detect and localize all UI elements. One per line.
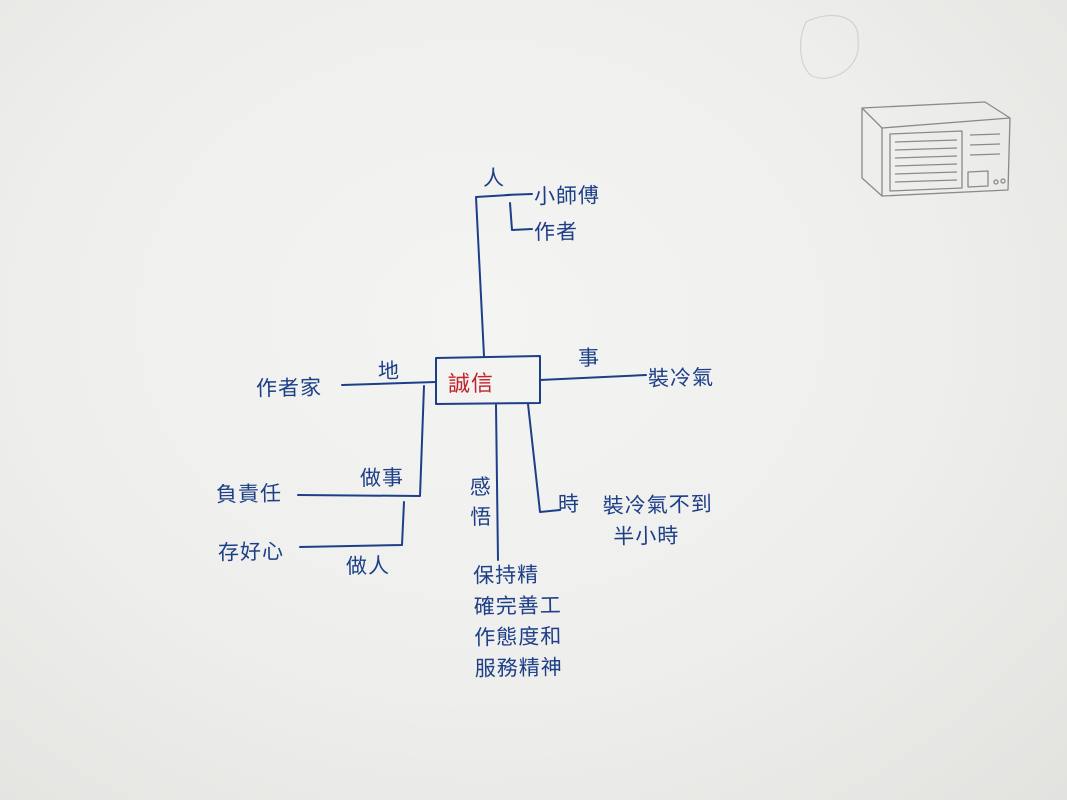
time-line-2: 半小時 <box>613 523 680 549</box>
branch-event-line <box>539 374 647 381</box>
time-line-1: 裝冷氣不到 <box>602 492 713 518</box>
branch-doing-label: 做事 <box>359 465 405 491</box>
branch-person-item-1: 小師傅 <box>533 183 601 209</box>
branch-place-label: 地 <box>377 358 401 384</box>
center-topic: 誠信 <box>447 371 495 398</box>
branch-person-label: 人 <box>482 165 506 191</box>
branch-event-item: 裝冷氣 <box>647 365 715 391</box>
branch-doing-item: 負責任 <box>215 481 283 507</box>
branch-doing-line <box>297 385 425 497</box>
faint-sketch-icon <box>800 15 859 79</box>
branch-place-line <box>341 381 437 386</box>
branch-event-label: 事 <box>577 345 601 371</box>
branch-being-item: 存好心 <box>217 539 285 565</box>
branch-place-item: 作者家 <box>255 375 323 401</box>
branch-time-line <box>527 403 561 513</box>
branch-being-line <box>299 501 405 548</box>
branch-person-item1-line <box>505 193 533 196</box>
branch-person-line <box>475 194 511 357</box>
feeling-line-2: 確完善工 <box>473 593 562 619</box>
feeling-line-1: 保持精 <box>472 562 540 588</box>
air-conditioner-sketch-icon <box>861 101 1011 197</box>
branch-person-item2-line <box>509 202 533 231</box>
branch-time-text: 裝冷氣不到 半小時 <box>602 489 713 553</box>
branch-time-label: 時 <box>557 491 581 517</box>
branch-feeling-text: 保持精 確完善工 作態度和 服務精神 <box>473 559 563 685</box>
feeling-line-4: 服務精神 <box>474 655 564 681</box>
branch-feeling-line <box>495 404 499 561</box>
branch-feeling-label: 感悟 <box>469 474 492 530</box>
branch-person-item-2: 作者 <box>533 219 579 245</box>
feeling-line-3: 作態度和 <box>474 624 563 650</box>
center-box <box>435 355 541 405</box>
branch-being-label: 做人 <box>345 553 391 579</box>
